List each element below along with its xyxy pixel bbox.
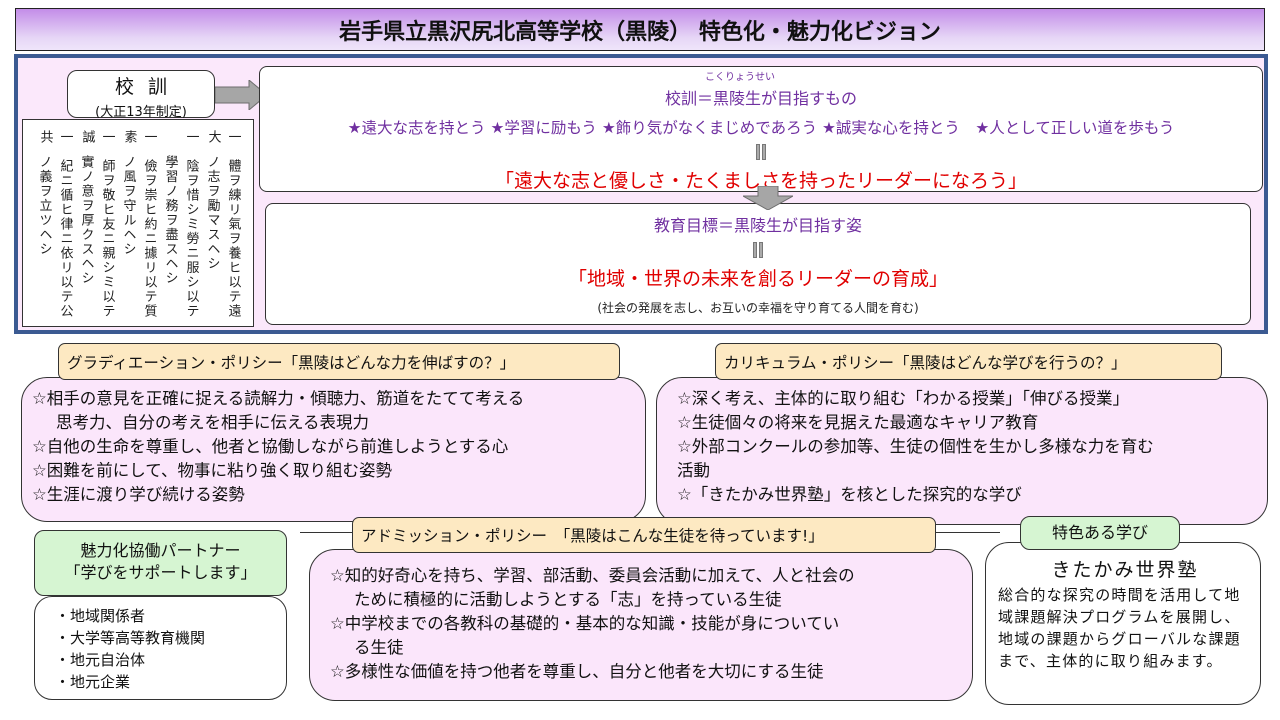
goal-note: (社会の発展を志し、お互いの幸福を守り育てる人間を育む) (597, 301, 919, 315)
admission-policy-bubble: ☆知的好奇心を持ち、学習、部活動、委員会活動に加えて、人と社会の ために積極的に… (309, 549, 973, 701)
ruby-text: こくりょうせい (705, 72, 775, 83)
curriculum-policy-bubble: ☆深く考え、主体的に取り組む「わかる授業」「伸びる授業」 ☆生徒個々の将来を見据… (656, 377, 1268, 525)
cp-item: ☆「きたかみ世界塾」を核とした探究的な学び (677, 485, 1022, 504)
gp-item: ☆相手の意見を正確に捉える読解力・傾聴力、筋道をたてて考える (32, 389, 525, 408)
goal-heading: 教育目標＝黒陵生が目指す姿 (653, 216, 862, 235)
arrow-right-icon (215, 80, 267, 110)
kokun-text-box: 一 體ヲ練リ氣ヲ養ヒ以テ遠大 ノ志ヲ勵マスヘシ 一 陰ヲ惜シミ勞ニ服シ以テ 學習… (22, 119, 254, 327)
partner-title-line1: 魅力化協働パートナー (80, 541, 241, 560)
page-title-text: 岩手県立黒沢尻北高等学校（黒陵） 特色化・魅力化ビジョン (339, 19, 941, 45)
kokun-label-box: 校訓 (大正13年制定) (67, 70, 215, 120)
cp-item-cont: 活動 (677, 461, 710, 480)
kokun-column: 一 師ヲ敬ヒ友ニ親シミ以テ誠 (79, 130, 115, 319)
partner-item: ・地域関係者 (55, 607, 146, 625)
partner-tag: 魅力化協働パートナー 「学びをサポートします」 (34, 530, 287, 596)
partner-item: ・地元自治体 (55, 651, 146, 669)
kokun-column: 一 陰ヲ惜シミ勞ニ服シ以テ (183, 130, 199, 319)
kokun-column: ノ志ヲ勵マスヘシ (204, 155, 220, 271)
cp-item: ☆生徒個々の将来を見据えた最適なキャリア教育 (677, 413, 1039, 432)
gp-item: ☆自他の生命を尊重し、他者と協働しながら前進しようとする心 (32, 437, 509, 456)
kokun-column: ノ風ヲ守ルヘシ (120, 155, 136, 257)
cp-item: ☆外部コンクールの参加等、生徒の個性を生かし多様な力を育む (677, 437, 1154, 456)
feature-box: きたかみ世界塾 総合的な探究の時間を活用して地域課題解決プログラムを展開し、地域… (985, 542, 1261, 705)
graduation-policy-bubble: ☆相手の意見を正確に捉える読解力・傾聴力、筋道をたてて考える 思考力、自分の考え… (21, 377, 646, 522)
graduation-policy-tag: グラディエーション・ポリシー「黒陵はどんな力を伸ばすの？」 (58, 343, 620, 380)
kokun-label: 校訓 (114, 76, 181, 98)
goal-slogan: 「地域・世界の未来を創るリーダーの育成」 (567, 268, 948, 290)
partner-list: ・地域関係者 ・大学等高等教育機関 ・地元自治体 ・地元企業 (34, 596, 287, 700)
equals-icon (753, 242, 763, 258)
admission-policy-tag: アドミッション・ポリシー 「黒陵はこんな生徒を待っています!」 (352, 517, 936, 553)
ap-item: ☆知的好奇心を持ち、学習、部活動、委員会活動に加えて、人と社会の (330, 566, 855, 585)
ap-item: ☆中学校までの各教科の基礎的・基本的な知識・技能が身についてい (330, 614, 840, 633)
gp-item: ☆困難を前にして、物事に粘り強く取り組む姿勢 (32, 461, 392, 480)
arrow-down-icon (743, 186, 793, 210)
feature-body: 総合的な探究の時間を活用して地域課題解決プログラムを展開し、地域の課題からグロー… (998, 586, 1241, 670)
equals-icon (756, 144, 766, 160)
page-title: 岩手県立黒沢尻北高等学校（黒陵） 特色化・魅力化ビジョン (15, 8, 1265, 51)
kokun-column: 實ノ意ヲ厚クスヘシ (78, 155, 94, 286)
kokun-column: ノ義ヲ立ツヘシ (36, 155, 52, 257)
motto-heading: 校訓＝黒陵生が目指すもの (664, 89, 857, 108)
feature-tag: 特色ある学び (1020, 516, 1180, 550)
kokun-enacted: (大正13年制定) (95, 105, 187, 120)
partner-item: ・地元企業 (55, 673, 131, 691)
ap-item-cont: る生徒 (354, 638, 404, 657)
partner-item: ・大学等高等教育機関 (55, 629, 206, 647)
kokun-column: 一 紀ニ循ヒ律ニ依リ以テ公共 (37, 130, 73, 319)
kokun-column: 一 體ヲ練リ氣ヲ養ヒ以テ遠大 (205, 130, 241, 319)
feature-title: きたかみ世界塾 (1051, 559, 1199, 581)
ap-item-cont: ために積極的に活動しようとする「志」を持っている生徒 (354, 590, 782, 609)
cp-item: ☆深く考え、主体的に取り組む「わかる授業」「伸びる授業」 (677, 389, 1130, 408)
kokun-column: 一 儉ヲ崇ヒ約ニ據リ以テ質素 (121, 130, 157, 319)
ap-item: ☆多様性な価値を持つ他者を尊重し、自分と他者を大切にする生徒 (330, 662, 824, 681)
motto-box: こくりょうせい 校訓＝黒陵生が目指すもの ★遠大な志を持とう ★学習に励もう ★… (259, 66, 1263, 192)
gp-item-cont: 思考力、自分の考えを相手に伝える表現力 (56, 413, 370, 432)
gp-item: ☆生涯に渡り学び続ける姿勢 (32, 485, 245, 504)
partner-title-line2: 「学びをサポートします」 (64, 563, 257, 582)
kokun-column: 學習ノ務ヲ盡スヘシ (162, 155, 178, 286)
motto-slogan: 「遠大な志と優しさ・たくましさを持ったリーダーになろう」 (494, 170, 1027, 192)
motto-stars: ★遠大な志を持とう ★学習に励もう ★飾り気がなくまじめであろう ★誠実な心を持… (347, 119, 1175, 137)
goal-box: 教育目標＝黒陵生が目指す姿 「地域・世界の未来を創るリーダーの育成」 (社会の発… (265, 203, 1251, 325)
curriculum-policy-tag: カリキュラム・ポリシー「黒陵はどんな学びを行うの？」 (715, 343, 1222, 380)
